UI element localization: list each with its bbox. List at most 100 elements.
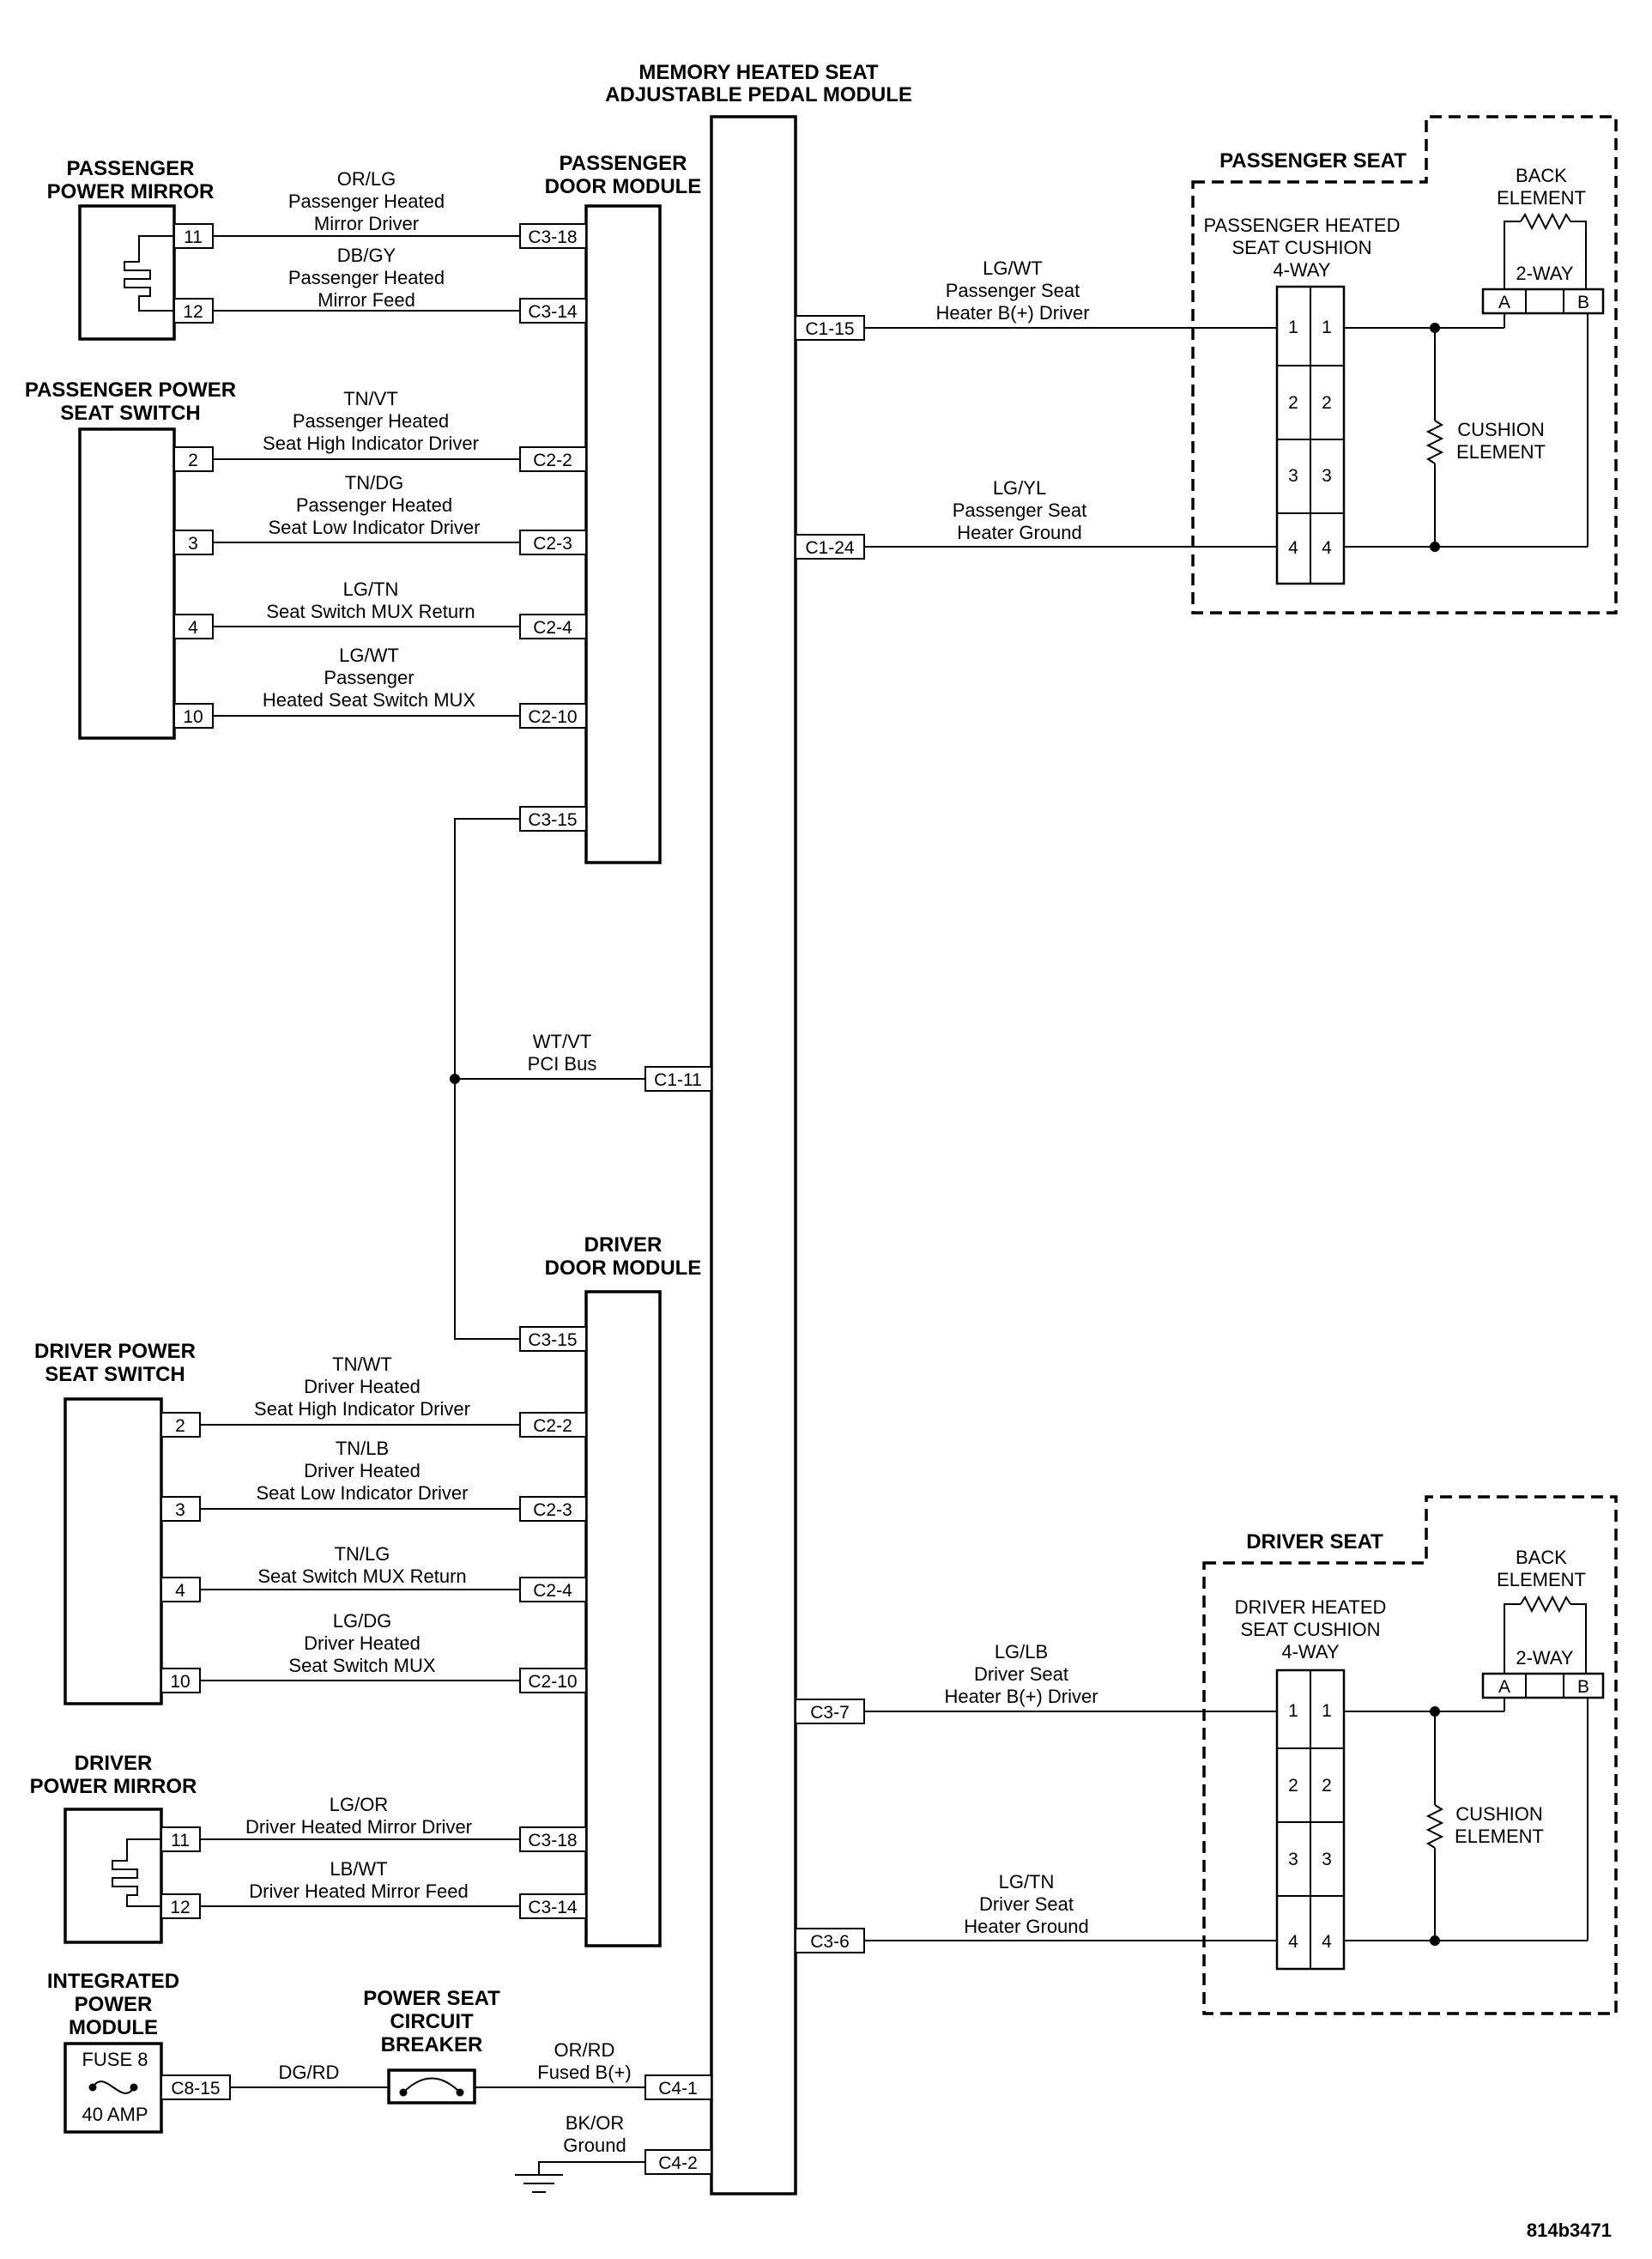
dm12-pin: 12: [170, 1898, 190, 1917]
driver-cushion-title-line1: DRIVER HEATED: [1235, 1596, 1387, 1618]
ds3-pin: 3: [175, 1500, 185, 1520]
passenger-mirror-title-line1: PASSENGER: [67, 157, 195, 180]
figure-id: 814b3471: [1527, 2220, 1612, 2241]
gnd-desc1: Ground: [563, 2135, 626, 2156]
ps2-desc2: Seat High Indicator Driver: [263, 433, 479, 454]
driver-back-element-line2: ELEMENT: [1497, 1569, 1586, 1590]
passenger-seat-switch-title-line1: PASSENGER POWER: [25, 379, 236, 402]
passenger-seat-title: PASSENGER SEAT: [1219, 149, 1407, 173]
passenger-mirror-title-line2: POWER MIRROR: [47, 180, 215, 203]
ipm-title-line1: INTEGRATED: [47, 1970, 179, 1993]
driver-back-connector: [1481, 1672, 1605, 1699]
driver-mirror-title-line1: DRIVER: [75, 1752, 153, 1775]
pg-color: LG/YL: [993, 477, 1046, 499]
dh-desc2: Heater B(+) Driver: [944, 1686, 1098, 1707]
ph-color: LG/WT: [983, 257, 1043, 279]
driver-door-module-title-line2: DOOR MODULE: [545, 1257, 702, 1280]
main-module-box: [710, 115, 797, 2195]
pg-desc1: Passenger Seat: [953, 500, 1087, 521]
passenger-back-element-line1: BACK: [1516, 165, 1567, 186]
driver-back-element-icon: [1520, 1595, 1571, 1614]
pm11-pin: 11: [184, 227, 203, 247]
driver-pin-2-right: 2: [1322, 1776, 1332, 1796]
ps3-pin: 3: [188, 534, 198, 554]
ds10-color: LG/DG: [333, 1610, 391, 1632]
dh-desc1: Driver Seat: [974, 1663, 1068, 1685]
dm12-color: LB/WT: [330, 1858, 387, 1880]
driver-cushion-element-line1: CUSHION: [1455, 1803, 1542, 1825]
passenger-pin-3-right: 3: [1322, 466, 1332, 486]
pm11-color: OR/LG: [337, 168, 396, 190]
passenger-mirror-heater-icon: [124, 235, 174, 312]
ps2-conn: C2-2: [533, 451, 572, 470]
passenger-door-module-box: [584, 204, 662, 864]
driver-cushion-title-line2: SEAT CUSHION: [1241, 1619, 1381, 1640]
module-title-line1: MEMORY HEATED SEAT: [638, 61, 878, 84]
passenger-pin-1-left: 1: [1288, 318, 1298, 337]
passenger-door-module-title-line2: DOOR MODULE: [545, 175, 702, 198]
ps10-pin: 10: [183, 707, 203, 727]
driver-mirror-heater-icon: [112, 1838, 161, 1907]
passenger-cushion-element-line1: CUSHION: [1457, 419, 1544, 440]
driver-pin-2-left: 2: [1288, 1776, 1298, 1796]
pm11-desc2: Mirror Driver: [314, 213, 419, 234]
pci-desc1: PCI Bus: [528, 1053, 597, 1075]
ds3-desc1: Driver Heated: [304, 1460, 421, 1481]
dm12-conn: C3-14: [528, 1898, 578, 1917]
passenger-back-connector: [1481, 288, 1605, 315]
ps4-color: LG/TN: [343, 578, 399, 600]
ps4-conn: C2-4: [533, 618, 572, 638]
passenger-cushion-title-line2: SEAT CUSHION: [1232, 237, 1372, 258]
passenger-two-way-label: 2-WAY: [1516, 263, 1574, 284]
passenger-pin-a: A: [1498, 293, 1510, 312]
passenger-mirror-box: [78, 204, 176, 341]
dm11-desc1: Driver Heated Mirror Driver: [245, 1816, 472, 1838]
driver-pin-3-left: 3: [1288, 1850, 1298, 1869]
driver-seat-title: DRIVER SEAT: [1246, 1530, 1383, 1553]
dm11-conn: C3-18: [528, 1831, 577, 1850]
ds2-desc2: Seat High Indicator Driver: [254, 1398, 470, 1420]
pm12-desc1: Passenger Heated: [288, 267, 445, 288]
ps2-color: TN/VT: [343, 388, 398, 409]
ds2-desc1: Driver Heated: [304, 1376, 421, 1397]
ground-symbol-icon: [515, 2174, 563, 2193]
driver-back-element-line1: BACK: [1516, 1547, 1567, 1568]
ph-desc2: Heater B(+) Driver: [935, 302, 1089, 324]
driver-cushion-title-line3: 4-WAY: [1281, 1641, 1340, 1662]
ph-desc1: Passenger Seat: [946, 280, 1080, 301]
passenger-pin-4-left: 4: [1288, 538, 1298, 558]
fuse-icon: [92, 2080, 135, 2094]
fused-conn: C4-1: [658, 2079, 698, 2099]
ipm-connector: C8-15: [171, 2079, 220, 2099]
driver-two-way-label: 2-WAY: [1516, 1647, 1574, 1669]
dg-desc2: Heater Ground: [964, 1916, 1089, 1937]
breaker-title-line1: POWER SEAT: [363, 1987, 500, 2010]
pm12-desc2: Mirror Feed: [318, 289, 415, 311]
ipm-wire-color: DG/RD: [279, 2062, 340, 2083]
pci-splice-dot: [450, 1074, 460, 1084]
dm11-color: LG/OR: [330, 1794, 388, 1815]
driver-seat-boundary: [1202, 1495, 1618, 2015]
dh-color: LG/LB: [995, 1641, 1048, 1662]
ds4-conn: C2-4: [533, 1581, 572, 1601]
driver-door-module-box: [584, 1290, 662, 1947]
breaker-title-line3: BREAKER: [381, 2033, 483, 2056]
ds2-conn: C2-2: [533, 1416, 572, 1436]
passenger-cushion-element-line2: ELEMENT: [1456, 441, 1546, 463]
ipm-fuse-label: FUSE 8: [82, 2049, 148, 2070]
ipm-title-line2: POWER: [75, 1993, 153, 2016]
driver-seat-switch-title-line2: SEAT SWITCH: [45, 1363, 185, 1386]
ps4-desc1: Seat Switch MUX Return: [266, 601, 475, 622]
passenger-seat-switch-box: [78, 427, 176, 740]
ds3-color: TN/LB: [336, 1438, 389, 1459]
pm12-pin: 12: [183, 302, 203, 322]
passenger-door-module-title-line1: PASSENGER: [560, 152, 687, 175]
driver-seat-switch-box: [64, 1397, 163, 1705]
passenger-back-element-icon: [1520, 212, 1571, 231]
ds3-conn: C2-3: [533, 1500, 572, 1520]
ipm-amp-label: 40 AMP: [82, 2104, 148, 2125]
driver-pin-3-right: 3: [1322, 1850, 1332, 1869]
driver-door-module-title-line1: DRIVER: [584, 1233, 663, 1257]
driver-pin-a: A: [1498, 1677, 1510, 1697]
